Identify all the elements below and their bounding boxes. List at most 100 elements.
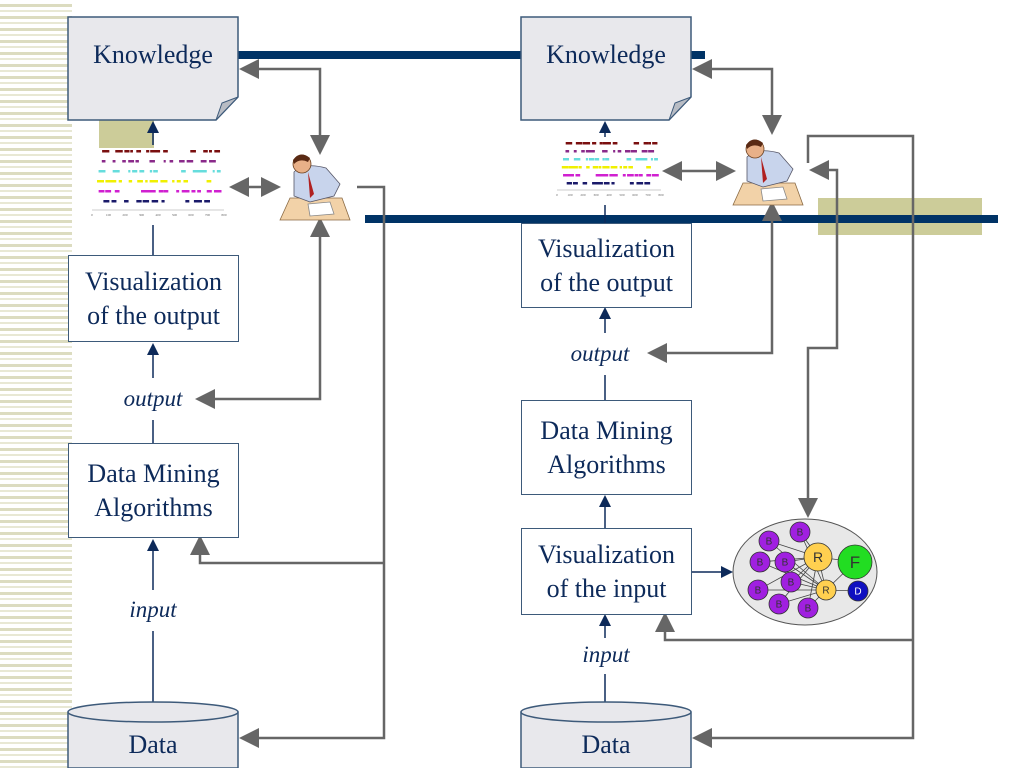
right-data-label: Data [581, 730, 631, 759]
scatter-point [611, 166, 618, 169]
scatter-point [214, 150, 217, 153]
scatter-tick-label: 100 [567, 193, 573, 197]
scatter-point [161, 200, 165, 203]
scatter-tick-label: 200 [122, 213, 128, 217]
graph-node-label: B [805, 604, 812, 615]
scatter-point [190, 150, 194, 153]
scatter-point [592, 166, 599, 169]
right-output-label: output [560, 341, 640, 367]
scatter-point [153, 170, 156, 173]
scatter-tick-label: 0 [556, 193, 558, 197]
scatter-point [149, 180, 154, 183]
scatter-point [654, 158, 658, 161]
scatter-point [572, 182, 578, 185]
scatter-point [97, 180, 103, 183]
scatter-point [150, 190, 156, 193]
scatter-point [613, 174, 618, 177]
scatter-point [186, 190, 190, 193]
scatter-tick-label: 700 [205, 213, 211, 217]
graph-node [837, 544, 873, 580]
graph-node-label: B [755, 586, 762, 597]
scatter-tick-label: 600 [188, 213, 194, 217]
scatter-tick-label: 100 [106, 213, 112, 217]
scatter-point [204, 200, 210, 203]
scatter-point [592, 142, 595, 145]
left-dm-line1: Data Mining [87, 458, 220, 488]
scatter-point [192, 170, 199, 173]
scatter-point [572, 166, 578, 169]
graph-node-label: D [854, 587, 861, 598]
scatter-tick-label: 600 [632, 193, 638, 197]
right-user-figure [732, 139, 804, 206]
right-dm-line2: Algorithms [547, 449, 666, 479]
scatter-point [648, 142, 652, 145]
scatter-point [139, 170, 143, 173]
right-viz-output-box: Visualization of the output [521, 223, 692, 308]
left-loop-to-dm-arrow [190, 535, 384, 565]
scatter-point [603, 166, 609, 169]
scatter-point [212, 170, 215, 173]
scatter-point [587, 142, 591, 145]
scatter-point [200, 160, 207, 163]
scatter-point [151, 180, 157, 183]
scatter-point [588, 158, 594, 161]
scatter-point [654, 174, 659, 177]
scatter-point [574, 158, 579, 161]
scatter-point [575, 142, 581, 145]
scatter-point [611, 182, 615, 185]
scatter-point [169, 160, 174, 163]
scatter-point [628, 166, 633, 169]
scatter-point [216, 190, 222, 193]
scatter-point [622, 174, 626, 177]
scatter-point [206, 180, 212, 183]
graph-node-label: B [757, 558, 764, 569]
scatter-point [646, 174, 651, 177]
scatter-point [102, 170, 106, 173]
right-viz-output-line2: of the output [540, 267, 673, 297]
scatter-point [644, 182, 651, 185]
scatter-point [119, 150, 123, 153]
navy-bar-mid [365, 215, 998, 223]
scatter-point [141, 190, 145, 193]
scatter-point [112, 160, 116, 163]
scatter-point [578, 166, 582, 169]
graph-node [758, 530, 780, 552]
scatter-point [630, 174, 634, 177]
scatter-point [619, 166, 623, 169]
scatter-point [185, 200, 190, 203]
right-input-label: input [566, 642, 646, 668]
scatter-point [176, 190, 180, 193]
scatter-point [602, 174, 609, 177]
scatter-point [593, 182, 597, 185]
graph-node [815, 579, 837, 601]
left-knowledge-label: Knowledge [93, 40, 213, 69]
left-user-loop-line [239, 185, 386, 748]
scatter-point [593, 142, 597, 145]
graph-node [768, 593, 790, 615]
scatter-point [609, 174, 612, 177]
left-dm-box: Data Mining Algorithms [68, 443, 239, 538]
scatter-point [106, 200, 110, 203]
graph-node-label: B [776, 600, 783, 611]
scatter-point [150, 160, 155, 163]
graph-edge [768, 540, 827, 591]
left-input-label: input [113, 597, 193, 623]
scatter-point [163, 190, 169, 193]
scatter-point [652, 142, 655, 145]
right-output-user-arrow [647, 201, 782, 363]
scatter-point [101, 160, 106, 163]
right-knowledge-fold [668, 96, 692, 121]
graph-node-label: R [813, 549, 823, 565]
left-viz-output-box: Visualization of the output [68, 255, 239, 342]
scatter-point [639, 182, 642, 185]
scatter-point [143, 190, 149, 193]
graph-node-label: F [850, 553, 860, 572]
scatter-point [603, 150, 608, 153]
scatter-point [197, 190, 201, 193]
scatter-point [155, 150, 159, 153]
olive-patch-left [99, 118, 154, 148]
